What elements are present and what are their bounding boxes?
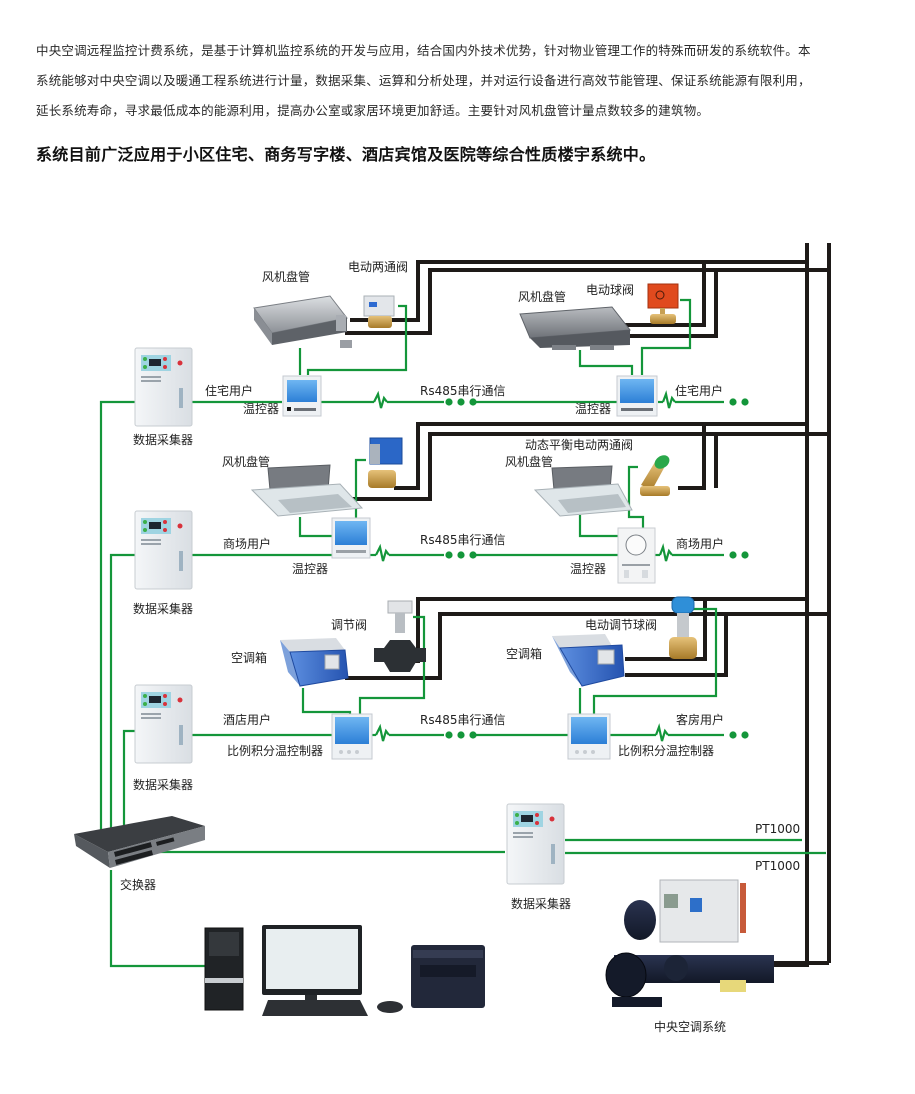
label-fcu-2: 风机盘管 [518, 289, 566, 304]
thermostat-dial [617, 527, 656, 584]
chilled-water-pipes [345, 243, 831, 967]
headline: 系统目前广泛应用于小区住宅、商务写字楼、酒店宾馆及医院等综合性质楼宇系统中。 [36, 145, 656, 164]
label-rs485-1: Rs485串行通信 [420, 384, 506, 398]
air-handling-unit-2 [552, 634, 625, 687]
label-user-hotel: 酒店用户 [223, 712, 271, 727]
label-pt1000-2: PT1000 [755, 859, 800, 873]
dynamic-balance-valve [640, 455, 670, 496]
label-two-way-valve: 电动两通阀 [348, 260, 408, 274]
intro-text: 中央空调远程监控计费系统，是基于计算机监控系统的开发与应用，结合国内外技术优势，… [36, 36, 886, 126]
label-regulating-valve: 调节阀 [331, 618, 367, 632]
motorized-two-way-valve-blue [368, 437, 403, 488]
intro-line-3: 延长系统寿命，寻求最低成本的能源利用，提高办公室或家居环境更加舒适。主要针对风机… [36, 103, 710, 118]
label-ahu-1: 空调箱 [231, 650, 267, 665]
label-collector-2: 数据采集器 [133, 601, 193, 616]
thermostat-digital-3 [331, 517, 371, 559]
thermostat-digital-2 [616, 375, 658, 417]
electric-regulating-ball-valve [669, 596, 697, 659]
electric-ball-valve [647, 283, 679, 324]
keyboard [262, 1000, 368, 1016]
intro-line-1: 中央空调远程监控计费系统，是基于计算机监控系统的开发与应用，结合国内外技术优势，… [36, 43, 811, 58]
label-thermostat-4: 温控器 [570, 562, 606, 576]
label-thermostat-2: 温控器 [575, 402, 611, 416]
label-chiller: 中央空调系统 [654, 1019, 726, 1034]
label-collector-1: 数据采集器 [133, 432, 193, 447]
label-thermostat-1: 温控器 [243, 402, 279, 416]
data-collector-commercial [134, 510, 193, 590]
label-user-residential: 住宅用户 [205, 383, 253, 398]
pi-thermostat-1 [331, 713, 373, 760]
label-fcu-1: 风机盘管 [262, 269, 310, 284]
mouse [377, 1001, 403, 1013]
monitor [262, 925, 362, 1006]
fan-coil-unit-ducted-1 [253, 295, 352, 348]
label-ahu-2: 空调箱 [506, 646, 542, 661]
label-pi-controller-2: 比例积分温控制器 [618, 744, 714, 758]
chiller-unit [605, 879, 774, 1007]
label-user-residential-2: 住宅用户 [675, 383, 723, 398]
signal-wiring [99, 298, 826, 968]
label-user-guestroom: 客房用户 [676, 712, 724, 727]
data-collector-plant [506, 803, 565, 885]
data-collector-residential [134, 347, 193, 427]
label-collector-plant: 数据采集器 [511, 896, 571, 911]
label-switch: 交换器 [120, 877, 156, 892]
pc-tower [204, 927, 244, 1011]
air-handling-unit-1 [280, 638, 349, 687]
intro-line-2: 系统能够对中央空调以及暖通工程系统进行计量，数据采集、运算和分析处理，并对运行设… [36, 73, 811, 88]
label-user-commercial: 商场用户 [223, 536, 271, 551]
fan-coil-unit-cassette-1 [250, 464, 364, 517]
label-user-commercial-2: 商场用户 [676, 536, 724, 551]
diagram-labels: 风机盘管 电动两通阀 住宅用户 温控器 Rs485串行通信 风机盘管 电动球阀 … [120, 260, 800, 1034]
pi-thermostat-2 [567, 713, 611, 760]
label-ball-valve: 电动球阀 [586, 283, 634, 297]
fan-coil-unit-ducted-2 [519, 306, 631, 350]
motorized-two-way-valve [363, 295, 395, 328]
network-switch [74, 816, 205, 868]
label-collector-3: 数据采集器 [133, 777, 193, 792]
label-pi-controller-1: 比例积分温控制器 [227, 744, 323, 758]
label-rs485-2: Rs485串行通信 [420, 533, 506, 547]
label-fcu-4: 风机盘管 [505, 454, 553, 469]
label-balance-valve: 动态平衡电动两通阀 [525, 438, 633, 452]
supply-riser [742, 243, 809, 967]
rs485-continuation-dots [445, 398, 749, 739]
label-thermostat-3: 温控器 [292, 562, 328, 576]
thermostat-digital-1 [282, 375, 322, 417]
label-regulating-ball-valve: 电动调节球阀 [585, 618, 657, 632]
label-fcu-3: 风机盘管 [222, 454, 270, 469]
printer [411, 945, 485, 1008]
label-pt1000-1: PT1000 [755, 822, 800, 836]
regulating-valve [374, 600, 426, 672]
data-collector-hotel [134, 684, 193, 764]
fan-coil-unit-cassette-2 [533, 465, 633, 517]
label-rs485-3: Rs485串行通信 [420, 713, 506, 727]
